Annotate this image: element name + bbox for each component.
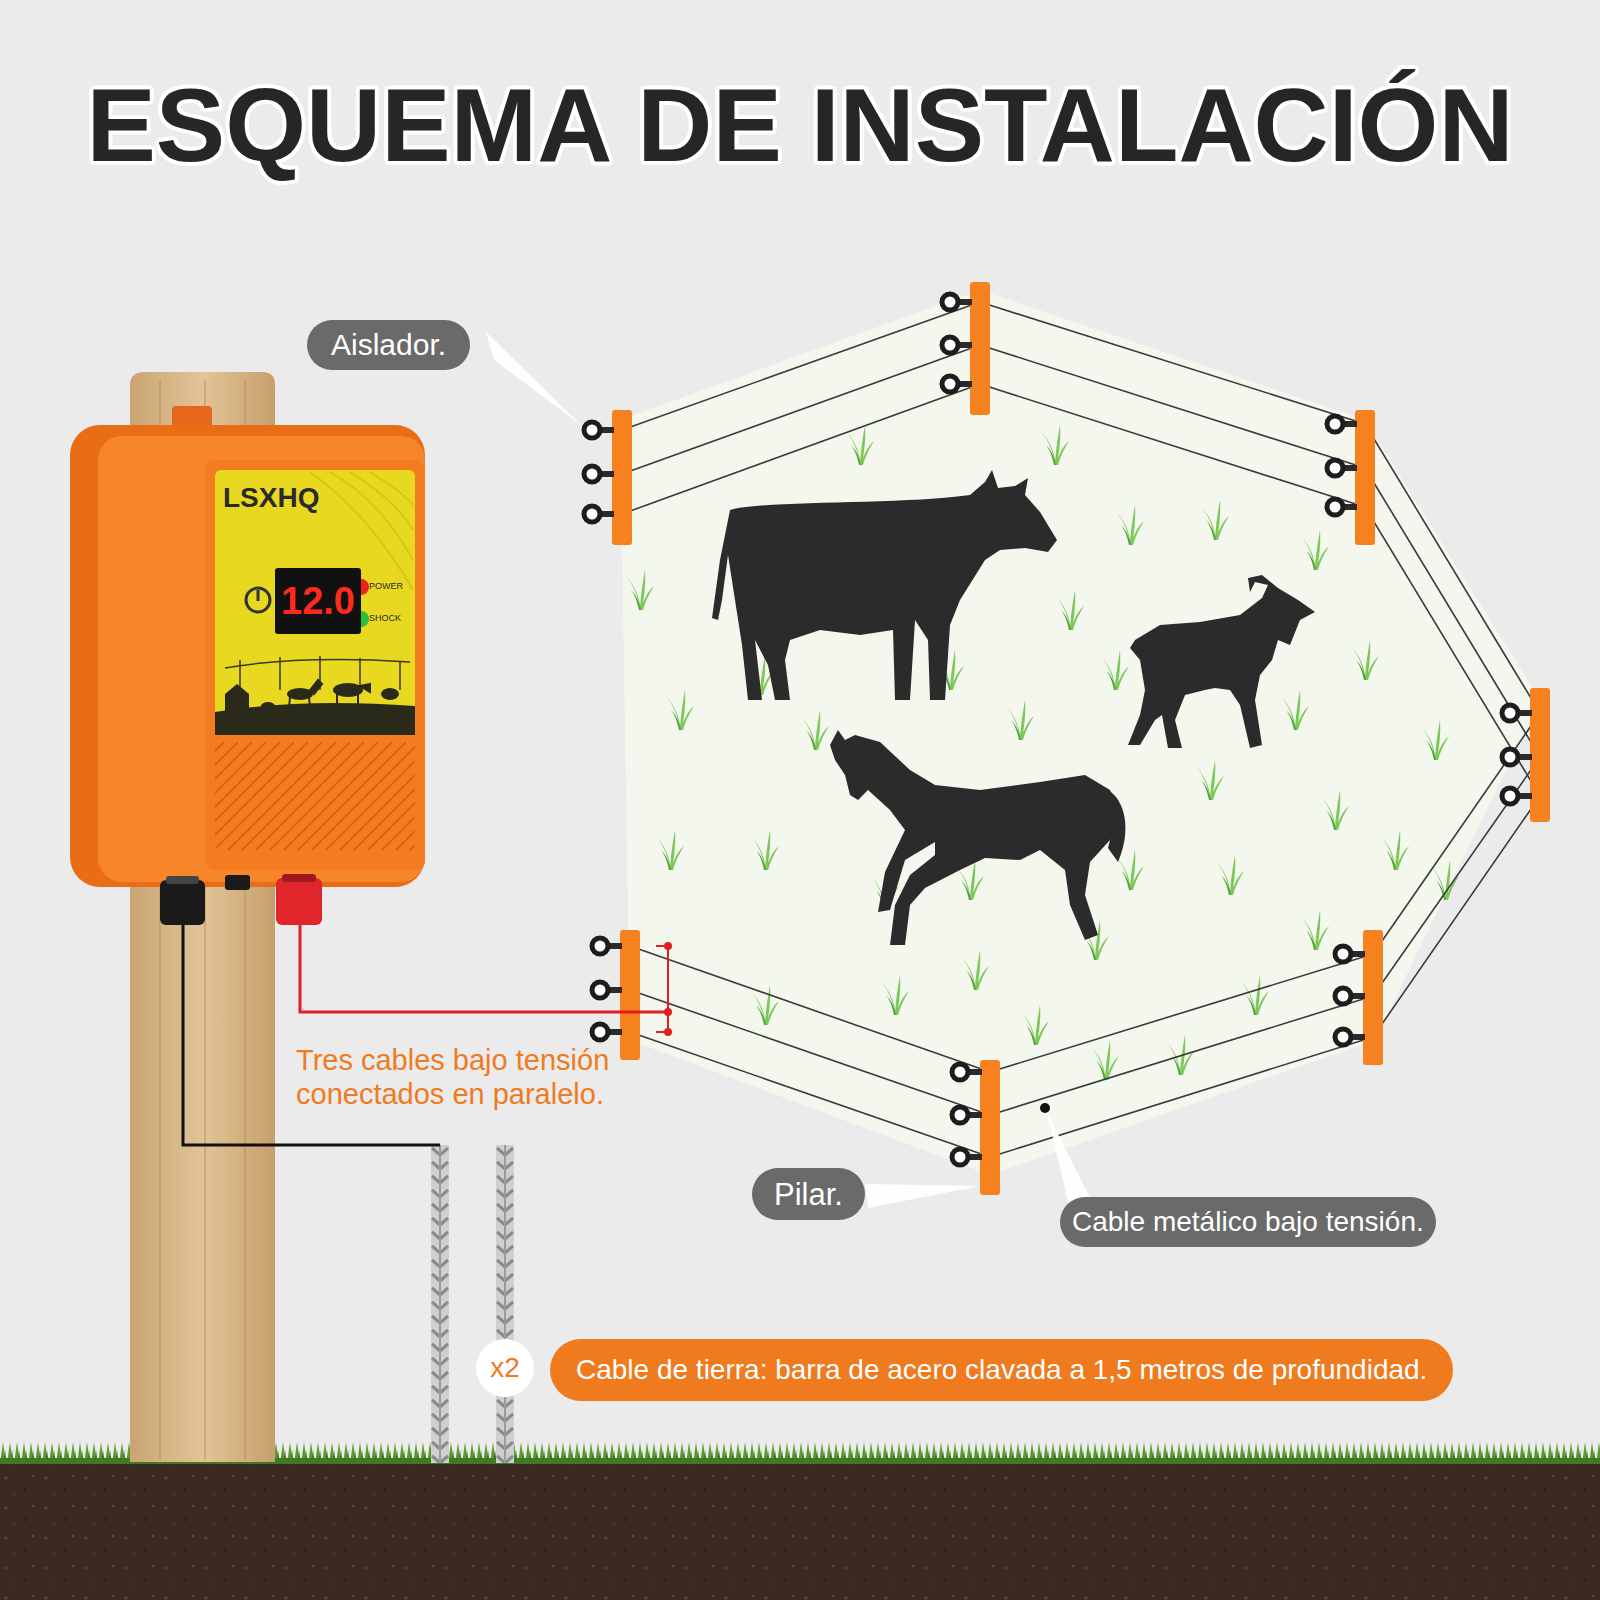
fence-posts <box>612 282 1550 1195</box>
callout-pill: Cable metálico bajo tensión. <box>1060 1197 1436 1247</box>
node-text: x2 <box>490 1354 520 1382</box>
led-label: POWER <box>369 582 403 591</box>
insulators <box>584 294 1532 1165</box>
ground-rod <box>496 1145 514 1463</box>
callout-pill: Pilar. <box>752 1168 865 1220</box>
goat <box>1128 575 1315 748</box>
earth-wire <box>183 925 440 1145</box>
fence-wires <box>622 302 1540 1157</box>
node-text: Cable de tierra: barra de acero clavada … <box>576 1356 1427 1384</box>
grass-tufts <box>627 425 1459 1080</box>
horse <box>830 730 1118 945</box>
voltage-display: 12.0 <box>275 568 361 634</box>
parallel-bracket <box>656 942 672 1036</box>
node-text: Pilar. <box>774 1179 843 1210</box>
cow <box>712 470 1057 700</box>
count-badge: x2 <box>476 1339 534 1397</box>
controller-panel: LSXHQ POWER SHOCK 12.0 <box>215 470 415 735</box>
wire-marker-dot <box>1040 1103 1050 1113</box>
pasture-area <box>620 290 1540 1175</box>
led-label: SHOCK <box>369 614 401 623</box>
animal-silhouettes <box>712 470 1315 945</box>
live-wire <box>300 925 668 1012</box>
diagram-title: ESQUEMA DE INSTALACIÓN <box>0 68 1600 182</box>
soil <box>0 1460 1600 1600</box>
node-text: 12.0 <box>281 582 355 620</box>
ground-note-pill: Cable de tierra: barra de acero clavada … <box>550 1339 1453 1401</box>
fence-energizer <box>70 406 425 925</box>
node-text: Cable metálico bajo tensión. <box>1072 1208 1424 1236</box>
leader-wedges <box>486 332 1092 1208</box>
annotation-note: Tres cables bajo tensión conectados en p… <box>296 1043 646 1111</box>
brand-name: LSXHQ <box>223 484 319 512</box>
horse-tail <box>1100 790 1125 862</box>
node-text: Aislador. <box>331 330 446 360</box>
ground-rod <box>431 1145 449 1463</box>
callout-pill: Aislador. <box>307 320 470 370</box>
